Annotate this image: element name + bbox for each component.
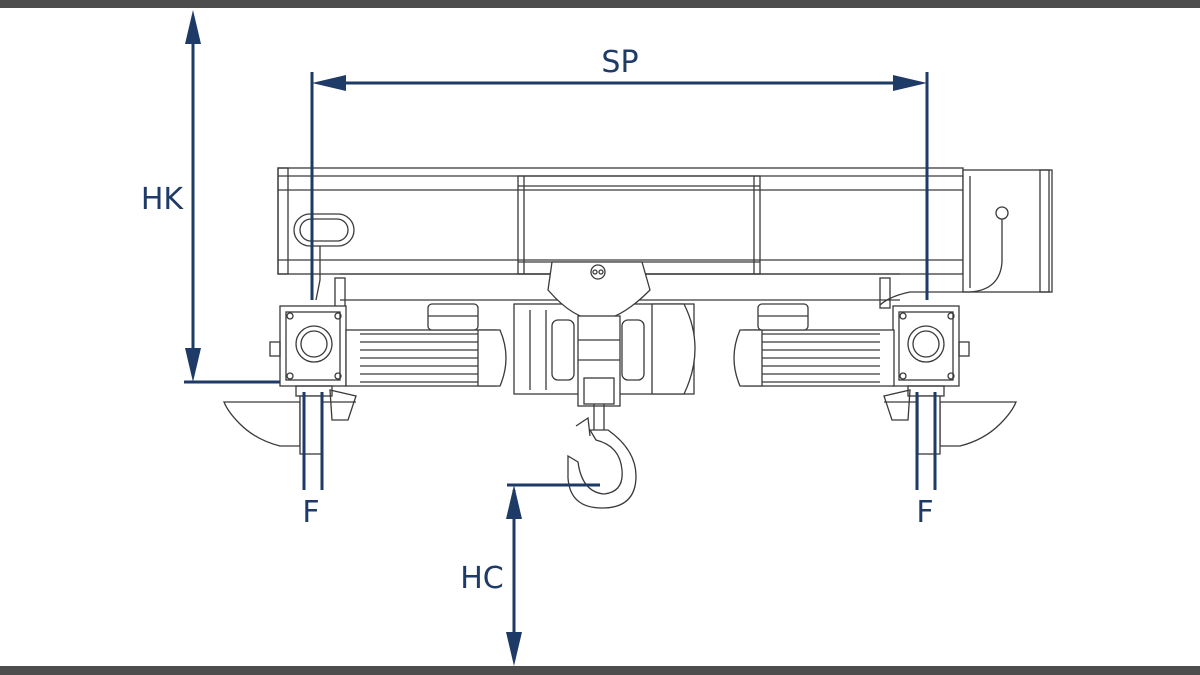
dimension-label-f-left: F (302, 495, 319, 530)
girder-body (277, 167, 964, 275)
hook (567, 404, 637, 509)
left-travel-motor (345, 303, 507, 387)
dimension-label-f-right: F (916, 495, 933, 530)
left-end-carriage (269, 305, 347, 397)
right-motor-cover (879, 169, 1053, 306)
dimension-hk: HK (141, 10, 280, 384)
right-rail-profile (883, 389, 1017, 455)
hoist-linework (223, 167, 1053, 509)
dimension-label-hc: HC (460, 561, 504, 596)
top-frame-bar (0, 0, 1200, 8)
bottom-frame-bar (0, 666, 1200, 675)
hoist-motor (513, 261, 696, 407)
arrowhead-right (893, 75, 927, 91)
right-end-carriage (892, 305, 970, 397)
right-travel-motor (733, 303, 895, 387)
arrowhead-up (185, 10, 201, 44)
dimension-label-sp: SP (601, 45, 638, 80)
cable-slot (293, 213, 355, 301)
arrowhead-up (506, 485, 522, 519)
left-rail-profile (223, 389, 357, 455)
dimension-f-left: F (302, 392, 324, 530)
dimension-sp: SP (310, 45, 929, 300)
dimension-hc: HC (460, 483, 600, 666)
dimension-label-hk: HK (141, 182, 185, 217)
arrowhead-down (506, 632, 522, 666)
dimension-f-right: F (915, 392, 937, 530)
arrowhead-left (312, 75, 346, 91)
arrowhead-down (185, 348, 201, 382)
